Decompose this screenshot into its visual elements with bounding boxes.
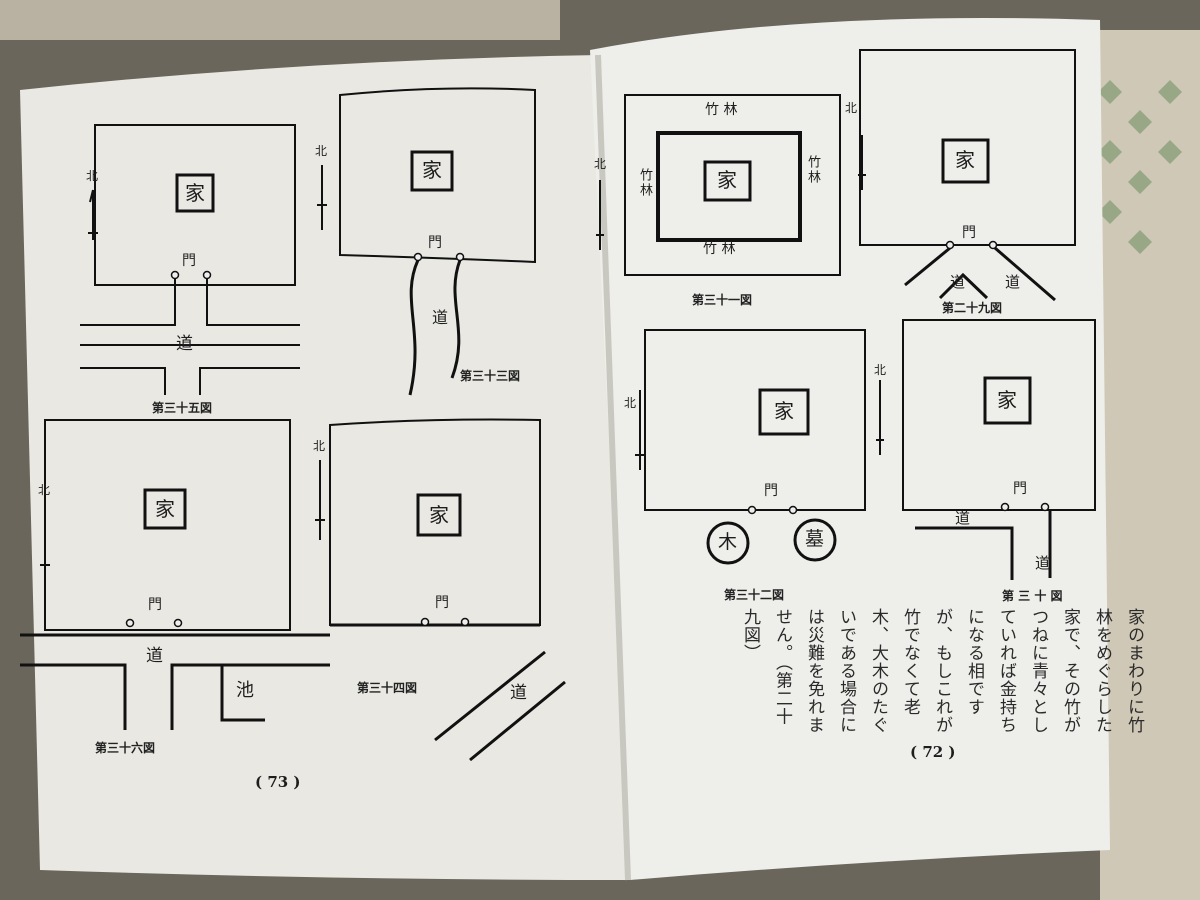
- page-number: ( 72 ): [910, 743, 956, 761]
- house-label: 家: [774, 399, 794, 423]
- house-label: 家: [185, 181, 205, 205]
- page-number: ( 73 ): [255, 773, 301, 791]
- north-label: 北: [86, 169, 99, 183]
- bamboo-label-left: 竹林: [637, 168, 652, 198]
- road-label-left: 道: [950, 273, 966, 291]
- bamboo-label-right: 竹林: [805, 155, 820, 185]
- pond-label: 池: [236, 680, 254, 701]
- gate-label: 門: [1013, 481, 1027, 497]
- figure-caption: 第三十四図: [357, 681, 418, 695]
- figure-caption: 第二十九図: [942, 301, 1003, 315]
- figure-caption: 第 三 十 図: [1002, 589, 1063, 603]
- north-label: 北: [874, 363, 887, 377]
- grave-label: 墓: [805, 528, 825, 550]
- north-label: 北: [38, 483, 51, 497]
- north-label: 北: [315, 144, 328, 158]
- tree-label: 木: [718, 531, 738, 553]
- house-label: 家: [717, 168, 737, 192]
- bamboo-label-top: 竹 林: [705, 102, 738, 118]
- road-label-right: 道: [1005, 273, 1021, 291]
- gate-label: 門: [182, 253, 196, 269]
- road-label-bottom: 道: [1035, 554, 1051, 572]
- body-text: 家のまわりに竹林をめぐらした家で、その竹がつねに青々としていれば金持ちになる相で…: [740, 608, 1144, 734]
- house-label: 家: [429, 503, 449, 527]
- right-page: [590, 18, 1110, 880]
- figure-caption: 第三十六図: [95, 741, 156, 755]
- figure-caption: 第三十三図: [460, 369, 521, 383]
- north-label: 北: [624, 396, 637, 410]
- house-label: 家: [955, 148, 975, 172]
- gate-label: 門: [962, 225, 976, 241]
- road-label-top: 道: [955, 509, 971, 527]
- gate-label: 門: [764, 483, 778, 499]
- north-label: 北: [845, 101, 858, 115]
- house-label: 家: [155, 497, 175, 521]
- house-label: 家: [997, 388, 1017, 412]
- north-label: 北: [594, 157, 607, 171]
- book-cover-right: [1100, 30, 1200, 900]
- figure-caption: 第三十二図: [724, 588, 785, 602]
- left-page: [20, 55, 630, 880]
- house-label: 家: [422, 158, 442, 182]
- gate-label: 門: [428, 235, 442, 251]
- bamboo-label-bottom: 竹 林: [703, 241, 736, 257]
- north-label: 北: [313, 439, 326, 453]
- figure-caption: 第三十一図: [692, 293, 753, 307]
- road-label: 道: [176, 334, 193, 354]
- road-label: 道: [146, 646, 163, 666]
- road-label: 道: [432, 308, 449, 327]
- gate-label: 門: [435, 595, 449, 611]
- road-label: 道: [510, 683, 527, 703]
- gate-label: 門: [148, 597, 162, 613]
- figure-caption: 第三十五図: [152, 401, 213, 415]
